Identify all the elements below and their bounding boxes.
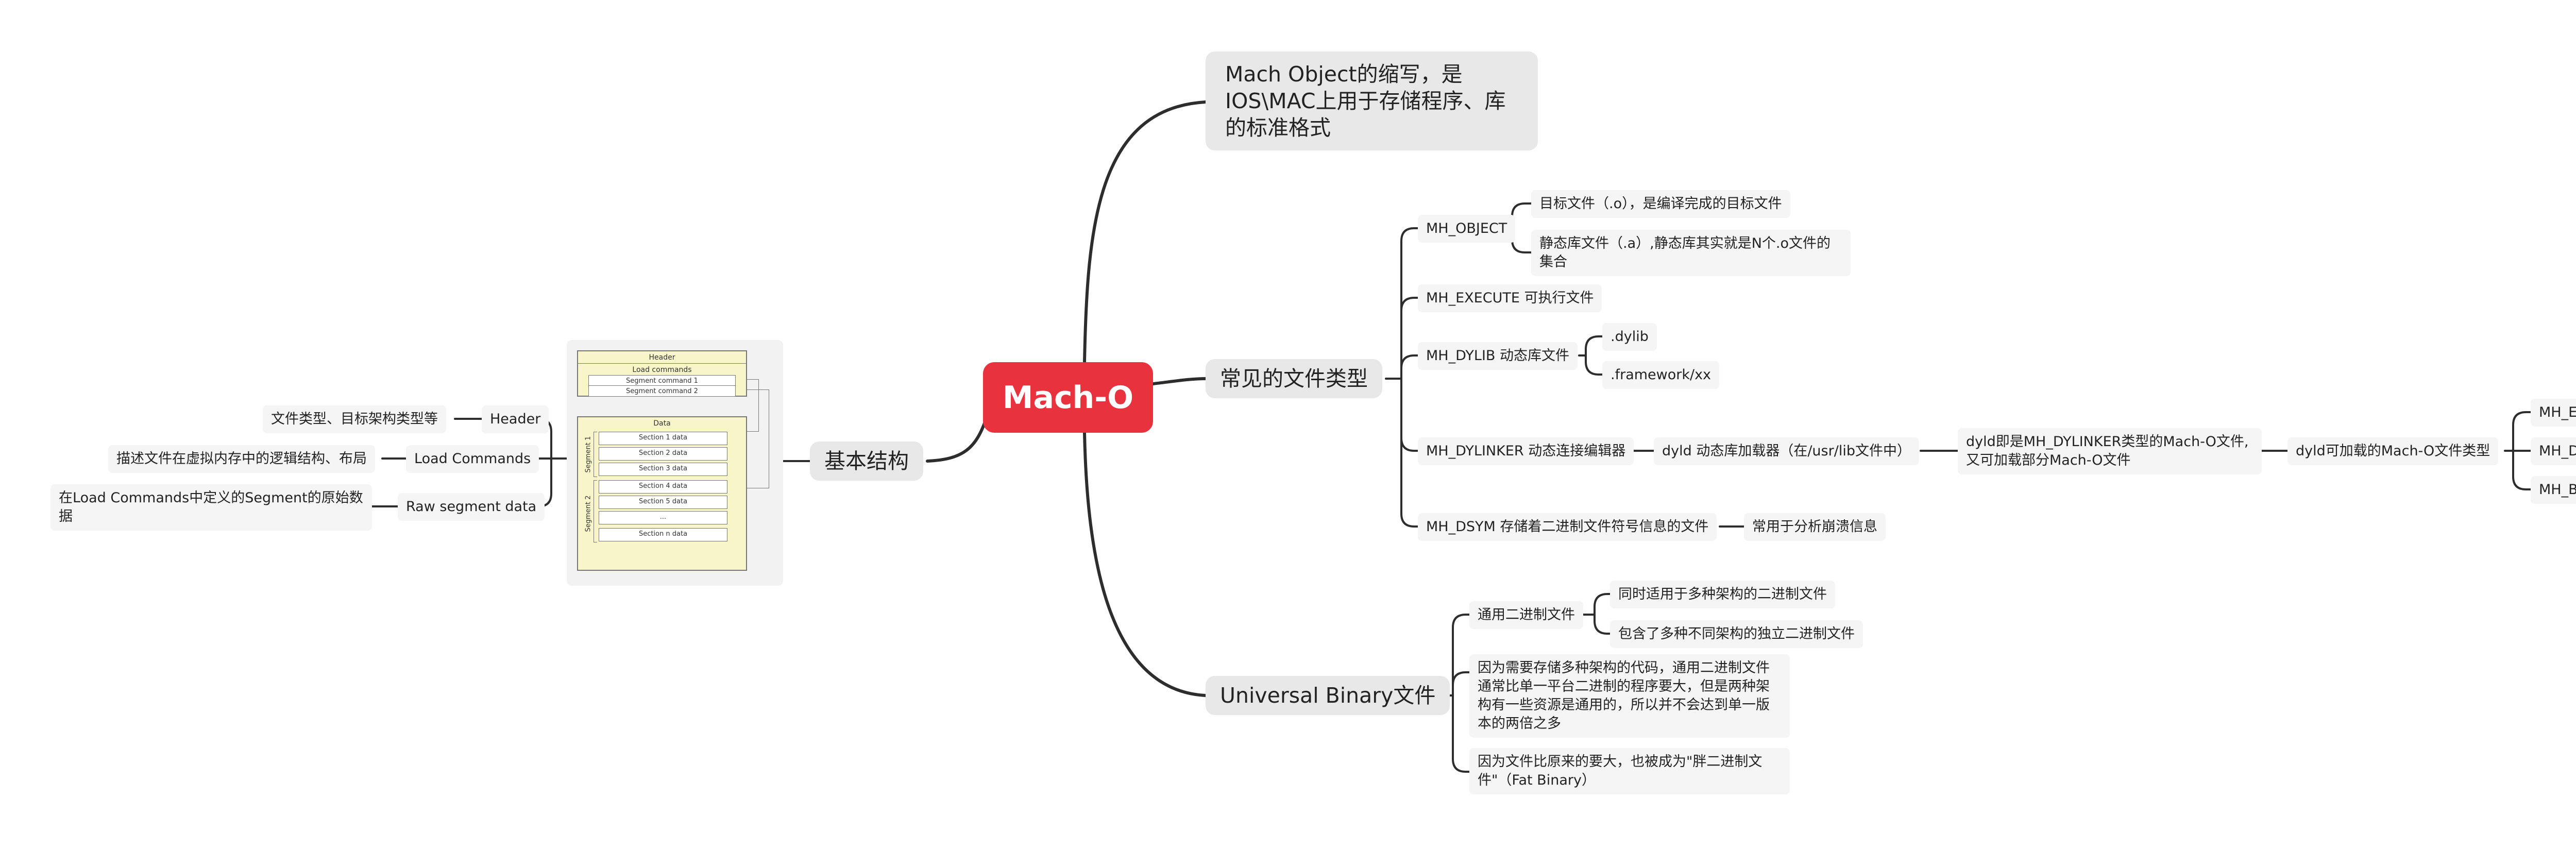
layout-section-ellipsis: ...	[599, 511, 727, 524]
mh-dsym-child[interactable]: 常用于分析崩溃信息	[1744, 513, 1886, 541]
layout-load-commands-label: Load commands	[632, 366, 692, 374]
universal-binary-node[interactable]: Universal Binary文件	[1206, 676, 1450, 715]
generic-binary-child-2[interactable]: 包含了多种不同架构的独立二进制文件	[1610, 620, 1863, 648]
load-commands-desc-node[interactable]: 描述文件在虚拟内存中的逻辑结构、布局	[108, 445, 375, 473]
mh-dylinker-node[interactable]: MH_DYLINKER 动态连接编辑器	[1418, 437, 1634, 465]
layout-segment-2-bracket	[594, 480, 597, 542]
layout-section-5: Section 5 data	[599, 496, 727, 509]
mh-dylib-node[interactable]: MH_DYLIB 动态库文件	[1418, 342, 1578, 370]
file-types-node[interactable]: 常见的文件类型	[1206, 359, 1382, 398]
load-commands-item-node[interactable]: Load Commands	[406, 445, 539, 473]
definition-node[interactable]: Mach Object的缩写，是IOS\MAC上用于存储程序、库的标准格式	[1206, 52, 1538, 150]
mh-object-child-2[interactable]: 静态库文件（.a）,静态库其实就是N个.o文件的集合	[1531, 230, 1851, 276]
layout-segment-2-label: Segment 2	[584, 495, 592, 532]
raw-segment-desc-node[interactable]: 在Load Commands中定义的Segment的原始数据	[50, 484, 372, 531]
layout-segment-command-2: Segment command 2	[588, 385, 736, 397]
fat-binary-note-node[interactable]: 因为文件比原来的要大，也被成为"胖二进制文件"（Fat Binary）	[1469, 748, 1790, 794]
root-node[interactable]: Mach-O	[983, 362, 1153, 433]
mh-execute-node[interactable]: MH_EXECUTE 可执行文件	[1418, 284, 1602, 312]
layout-section-1: Section 1 data	[599, 432, 727, 445]
mh-object-node[interactable]: MH_OBJECT	[1418, 215, 1516, 243]
loadable-type-bundle[interactable]: MH_BUNDLE	[2531, 476, 2576, 504]
header-desc-node[interactable]: 文件类型、目标架构类型等	[263, 405, 446, 433]
layout-segment-command-1: Segment command 1	[588, 375, 736, 386]
layout-data-label: Data	[653, 419, 671, 428]
basic-structure-node[interactable]: 基本结构	[810, 442, 923, 481]
loadable-type-execute[interactable]: MH_EXECUTE	[2531, 399, 2576, 427]
mh-dsym-node[interactable]: MH_DSYM 存储着二进制文件符号信息的文件	[1418, 513, 1717, 541]
layout-segment-1-label: Segment 1	[584, 436, 592, 473]
dyld-description-node[interactable]: dyld即是MH_DYLINKER类型的Mach-O文件,又可加载部分Mach-…	[1958, 428, 2262, 474]
mh-dylib-child-1[interactable]: .dylib	[1602, 323, 1657, 351]
layout-section-3: Section 3 data	[599, 463, 727, 476]
layout-header-label: Header	[578, 353, 746, 364]
layout-section-n: Section n data	[599, 528, 727, 541]
dyld-loadable-node[interactable]: dyld可加载的Mach-O文件类型	[2287, 437, 2499, 465]
size-note-node[interactable]: 因为需要存储多种架构的代码，通用二进制文件通常比单一平台二进制的程序要大，但是两…	[1469, 654, 1790, 738]
layout-header-block: Header Load commands Segment command 1 S…	[577, 350, 747, 397]
mh-dylib-child-2[interactable]: .framework/xx	[1602, 361, 1720, 389]
raw-segment-item-node[interactable]: Raw segment data	[398, 493, 545, 521]
generic-binary-child-1[interactable]: 同时适用于多种架构的二进制文件	[1610, 581, 1835, 608]
mh-object-child-1[interactable]: 目标文件（.o），是编译完成的目标文件	[1531, 190, 1790, 218]
layout-pointer-line-2	[747, 389, 769, 488]
dyld-node[interactable]: dyld 动态库加载器（在/usr/lib文件中）	[1654, 437, 1919, 465]
layout-section-2: Section 2 data	[599, 447, 727, 461]
loadable-type-dylib[interactable]: MH_DYLIB	[2531, 437, 2576, 465]
layout-data-block: Data Segment 1 Segment 2 Section 1 data …	[577, 416, 747, 571]
macho-layout-image[interactable]: Header Load commands Segment command 1 S…	[567, 340, 783, 586]
layout-section-4: Section 4 data	[599, 480, 727, 494]
layout-segment-1-bracket	[594, 432, 597, 477]
header-item-node[interactable]: Header	[482, 405, 549, 433]
generic-binary-node[interactable]: 通用二进制文件	[1469, 601, 1583, 629]
layout-pointer-line-1	[747, 379, 759, 432]
